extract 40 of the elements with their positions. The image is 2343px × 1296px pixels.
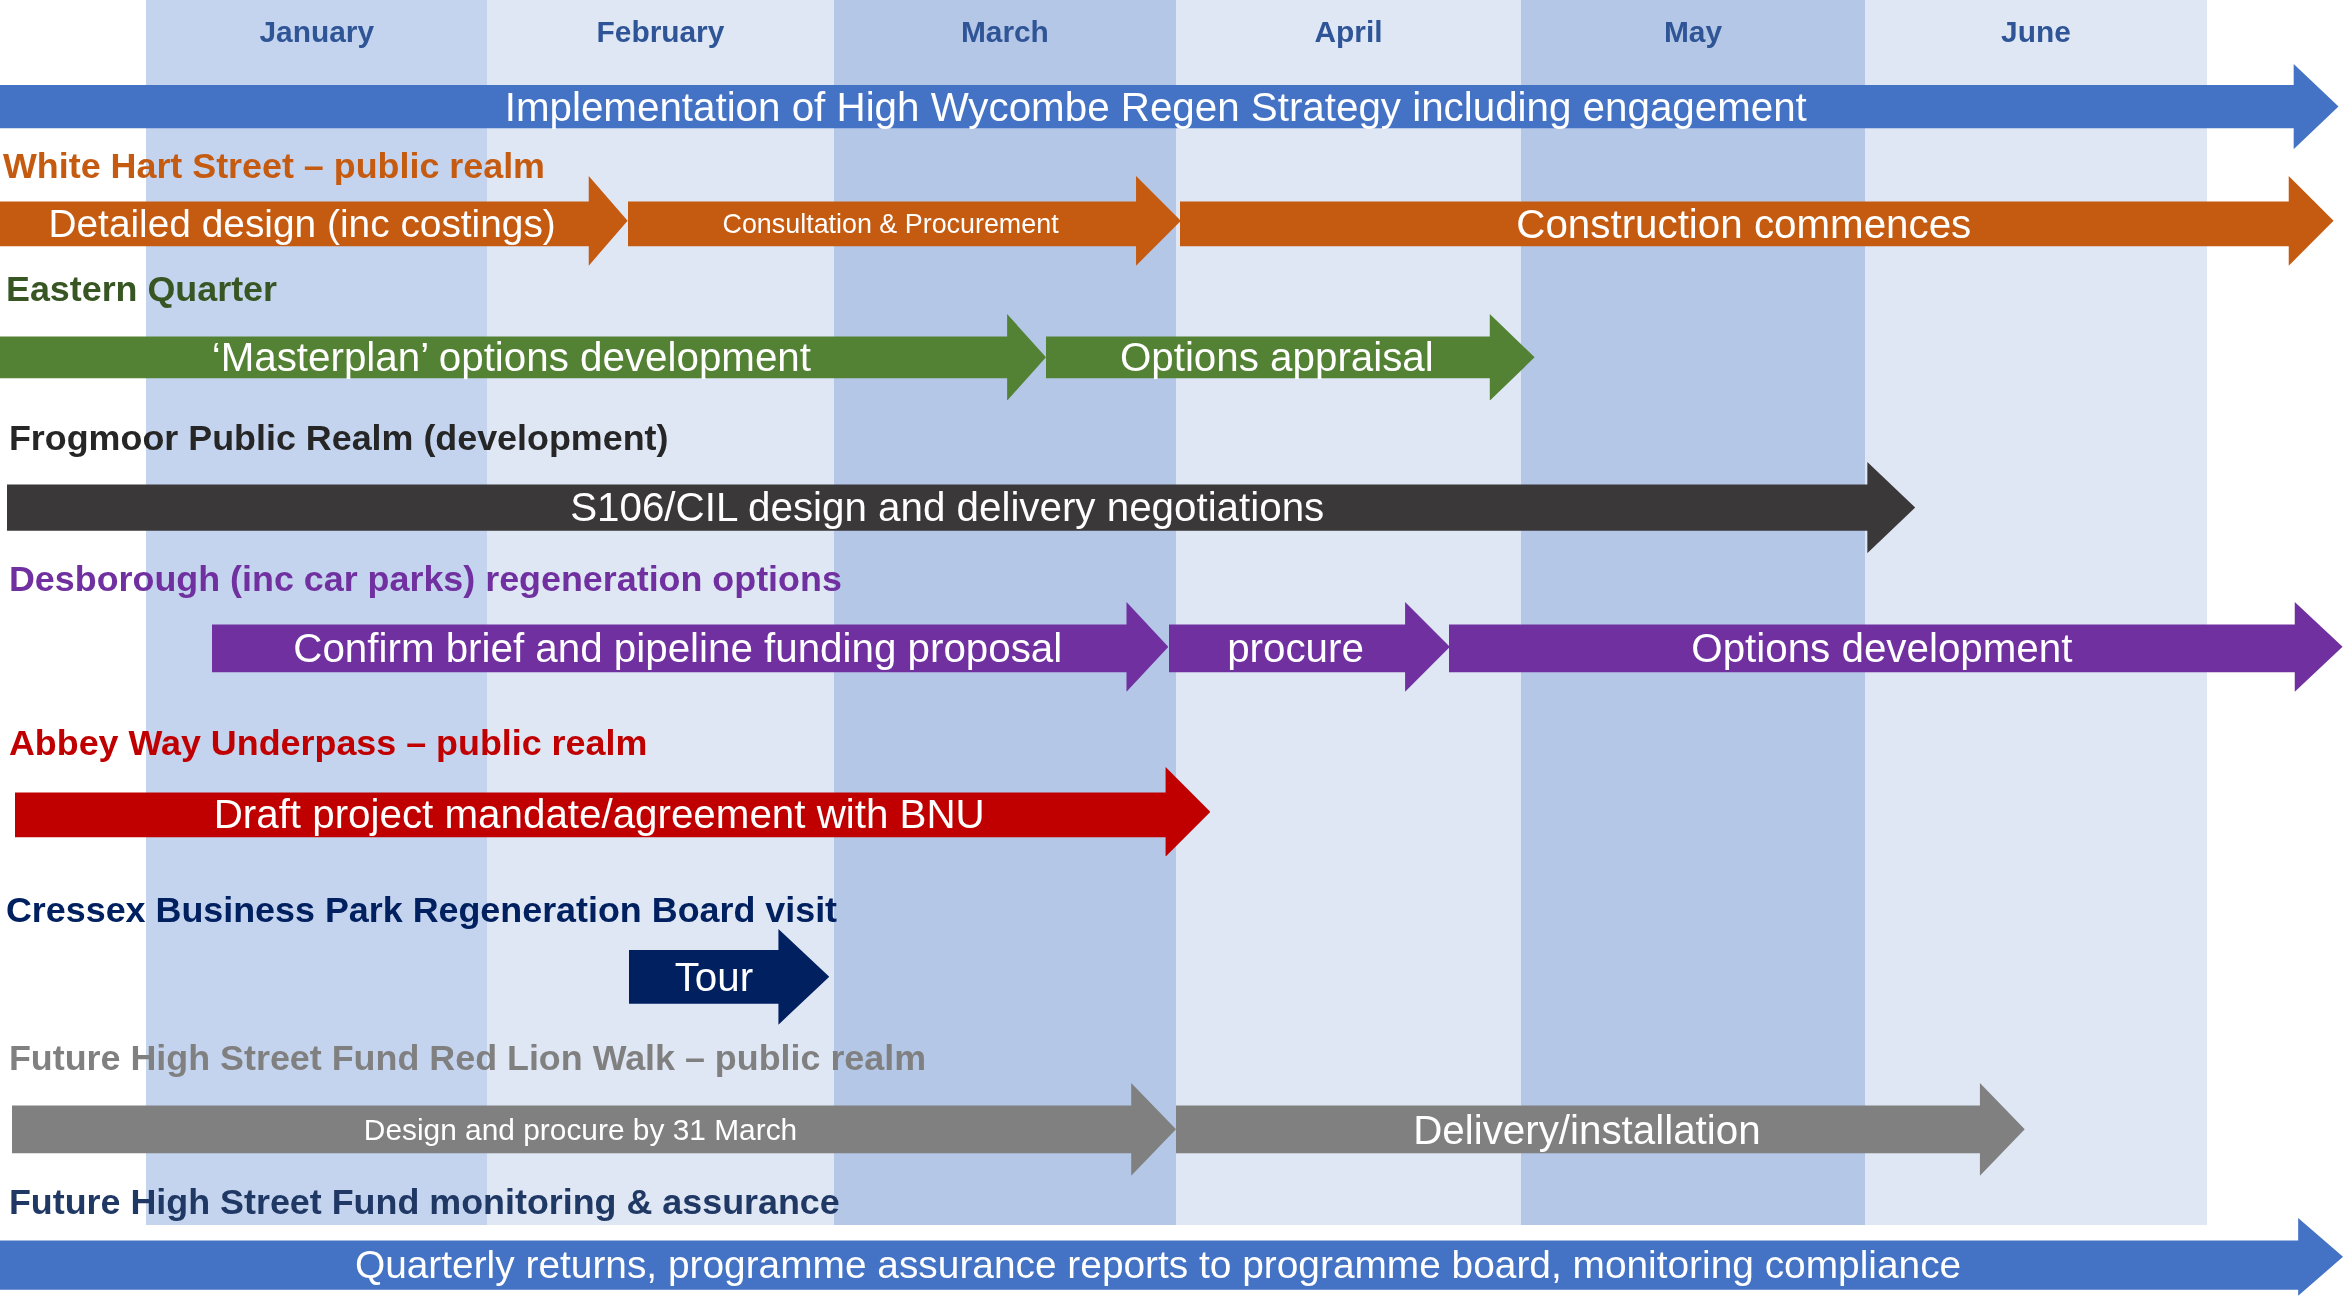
month-label: May [1662,14,1724,49]
task-label: Options appraisal [1119,336,1434,378]
workstream-heading: Abbey Way Underpass – public realm [8,726,648,763]
task-label: Detailed design (inc costings) [48,204,556,244]
workstream-heading: Desborough (inc car parks) regeneration options [8,561,842,598]
task-bar [7,461,1916,553]
task-bar [14,766,1211,857]
month-label: April [1313,14,1384,49]
task-label: ‘Masterplan’ options development [211,336,811,378]
task-label: Tour [674,957,754,998]
task-label: Quarterly returns, programme assurance reports to programme board, monitoring compliance [354,1245,1962,1285]
month-label: January [258,14,376,49]
month-label: February [595,14,726,49]
workstream-heading: Future High Street Fund Red Lion Walk – public realm [8,1041,927,1078]
task-label: Options development [1691,628,2073,669]
task-bar [0,313,1046,401]
task-label: procure [1227,628,1364,669]
task-label: Delivery/installation [1413,1109,1761,1150]
workstream-heading: Future High Street Fund monitoring & assurance [8,1184,840,1221]
workstream-heading: Eastern Quarter [5,271,277,308]
workstream-heading: Frogmoor Public Realm (development) [8,421,669,458]
task-bar [1180,176,2334,266]
task-label: Implementation of High Wycombe Regen Strategy including engagement [504,86,1807,127]
task-bar [0,64,2339,150]
task-label: Construction commences [1516,203,1972,245]
task-bar [627,176,1181,266]
task-bar [11,1083,1176,1176]
task-label: Design and procure by 31 March [363,1114,798,1145]
task-bar [212,602,1169,692]
task-bar [1449,602,2343,692]
month-label: June [2000,14,2072,49]
workstream-heading: White Hart Street – public realm [3,149,545,186]
task-label: Confirm brief and pipeline funding proposal [293,628,1063,669]
task-label: Consultation & Procurement [722,210,1059,238]
task-bar [1045,313,1535,401]
month-label: March [959,14,1050,49]
task-label: S106/CIL design and delivery negotiations [570,487,1325,528]
task-bar [1175,1083,2025,1176]
workstream-heading: Cressex Business Park Regeneration Board visit [5,893,838,930]
task-label: Draft project mandate/agreement with BNU [213,794,985,835]
